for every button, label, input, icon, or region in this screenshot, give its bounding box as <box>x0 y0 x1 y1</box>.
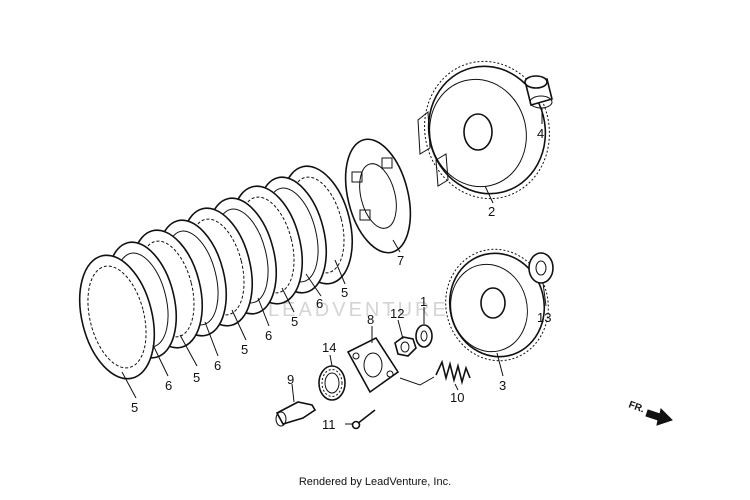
front-direction-label: FR. <box>627 399 646 415</box>
callout-13: 13 <box>537 310 551 325</box>
bolt-11 <box>351 409 376 430</box>
callout-3: 3 <box>499 378 506 393</box>
callout-5e: 5 <box>341 285 348 300</box>
callout-6c: 6 <box>265 328 272 343</box>
callout-9: 9 <box>287 372 294 387</box>
lock-washer-13 <box>528 252 554 284</box>
callout-5d: 5 <box>291 314 298 329</box>
callout-7: 7 <box>397 253 404 268</box>
callout-6a: 6 <box>165 378 172 393</box>
collar-4 <box>524 75 553 109</box>
clutch-center-3 <box>445 248 549 362</box>
lifter-rod-9 <box>275 401 317 427</box>
front-direction-marker: FR. <box>627 399 673 426</box>
watermark-text: LEADVENTURE <box>268 299 449 321</box>
nut-12 <box>394 336 417 357</box>
callout-4: 4 <box>537 126 544 141</box>
callout-lines <box>121 108 547 425</box>
clutch-plate-stack <box>78 165 353 380</box>
lifter-plate-8 <box>346 336 400 394</box>
callout-11: 11 <box>322 417 336 432</box>
callout-14: 14 <box>322 340 336 355</box>
front-arrow-icon <box>645 407 673 426</box>
callout-6b: 6 <box>214 358 221 373</box>
callout-6d: 6 <box>316 296 323 311</box>
spring-10 <box>435 359 471 386</box>
washer-1 <box>415 324 433 348</box>
callout-1: 1 <box>420 294 427 309</box>
render-credit: Rendered by LeadVenture, Inc. <box>298 476 452 488</box>
callout-12: 12 <box>390 306 404 321</box>
callout-5b: 5 <box>193 370 200 385</box>
friction-disc-5a <box>78 254 156 380</box>
callout-numbers: 5 6 5 6 5 6 5 6 5 7 2 4 3 13 1 12 8 14 9… <box>131 126 551 432</box>
callout-10: 10 <box>450 390 464 405</box>
pressure-plate-7 <box>344 138 412 254</box>
clutch-outer-2 <box>417 60 550 200</box>
callout-5a: 5 <box>131 400 138 415</box>
bearing-14 <box>318 365 346 401</box>
callout-5c: 5 <box>241 342 248 357</box>
callout-8: 8 <box>367 312 374 327</box>
callout-2: 2 <box>488 204 495 219</box>
